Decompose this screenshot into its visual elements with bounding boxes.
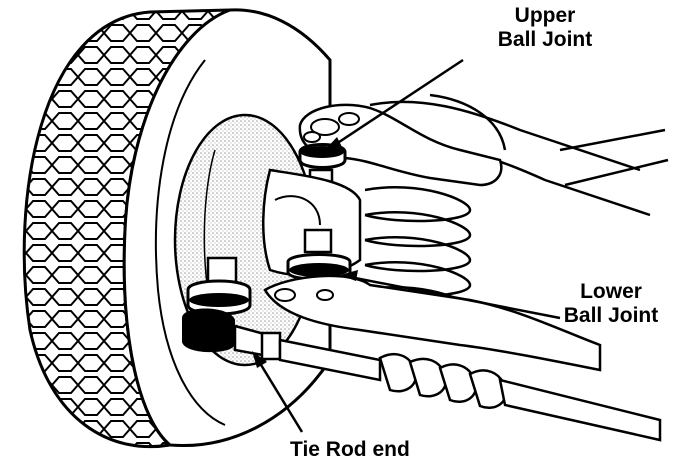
lower-ball-joint-arrowhead	[340, 270, 358, 281]
lower-ball-joint-label-line1: Lower	[580, 280, 642, 303]
upper-ball-joint-arrowhead	[322, 137, 342, 153]
upper-ball-joint-label-line1: Upper	[514, 4, 576, 27]
tie-rod-boot	[278, 338, 662, 442]
lower-ball-joint-part	[286, 228, 352, 281]
tie-rod-end-part	[182, 256, 282, 361]
upper-ball-joint-leader	[326, 58, 464, 152]
lower-ball-joint-leader	[344, 274, 561, 320]
tie-rod-end-leader	[253, 354, 304, 433]
upper-ball-joint-label-line2: Ball Joint	[497, 28, 593, 51]
tie-rod-end-label: Tie Rod end	[290, 438, 410, 461]
lower-ball-joint-label: Lower Ball Joint	[548, 280, 674, 328]
leader-lines	[252, 58, 561, 433]
lower-ball-joint-label-line2: Ball Joint	[563, 304, 659, 327]
tie-rod-end-arrowhead	[252, 351, 267, 368]
upper-ball-joint-label: Upper Ball Joint	[470, 4, 620, 52]
